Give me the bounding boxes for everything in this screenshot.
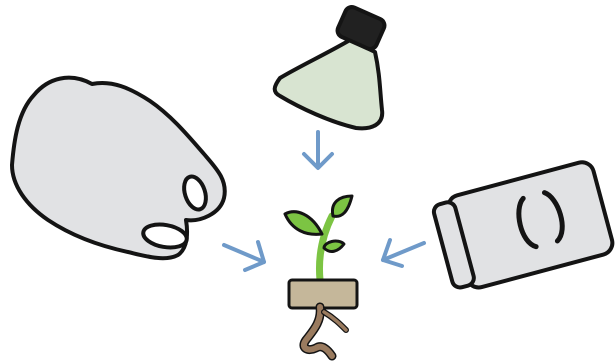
arrow-down-icon xyxy=(304,132,332,168)
sprouting-plant-icon xyxy=(285,196,357,356)
arrow-right-icon xyxy=(224,242,264,270)
plastic-jar-icon xyxy=(431,160,615,294)
plastic-bottle-icon xyxy=(275,5,387,129)
arrow-left-icon xyxy=(383,240,424,266)
plastic-bag-icon xyxy=(12,78,225,259)
